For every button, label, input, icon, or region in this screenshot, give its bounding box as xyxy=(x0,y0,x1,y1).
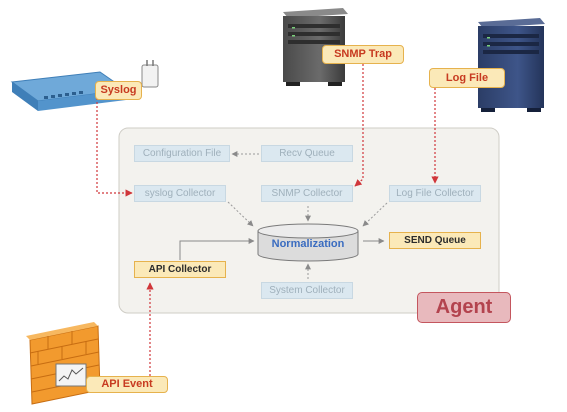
syslog-source-label: Syslog xyxy=(95,81,142,100)
system-collector-box: System Collector xyxy=(261,282,353,299)
snmp-trap-source-label: SNMP Trap xyxy=(322,45,404,64)
logfile-to-normalization-arrow xyxy=(362,202,388,227)
api-collector-box: API Collector xyxy=(134,261,226,278)
recv-queue-box: Recv Queue xyxy=(261,145,353,162)
syslog-device-icon xyxy=(10,60,159,111)
api-to-normalization-arrow xyxy=(179,238,255,260)
send-queue-box: SEND Queue xyxy=(389,232,481,249)
log-file-source-label: Log File xyxy=(429,68,505,88)
normalization-label: Normalization xyxy=(271,238,345,250)
normalization-cylinder xyxy=(257,223,359,262)
logfile-server-icon xyxy=(478,18,545,112)
log-file-collector-box: Log File Collector xyxy=(389,185,481,202)
configuration-file-box: Configuration File xyxy=(134,145,230,162)
syslog-to-normalization-arrow xyxy=(227,201,254,227)
api-event-source-label: API Event xyxy=(86,376,168,393)
firewall-icon xyxy=(26,322,101,405)
agent-badge: Agent xyxy=(417,292,511,323)
syslog-collector-box: syslog Collector xyxy=(134,185,226,202)
snmp-collector-box: SNMP Collector xyxy=(261,185,353,202)
